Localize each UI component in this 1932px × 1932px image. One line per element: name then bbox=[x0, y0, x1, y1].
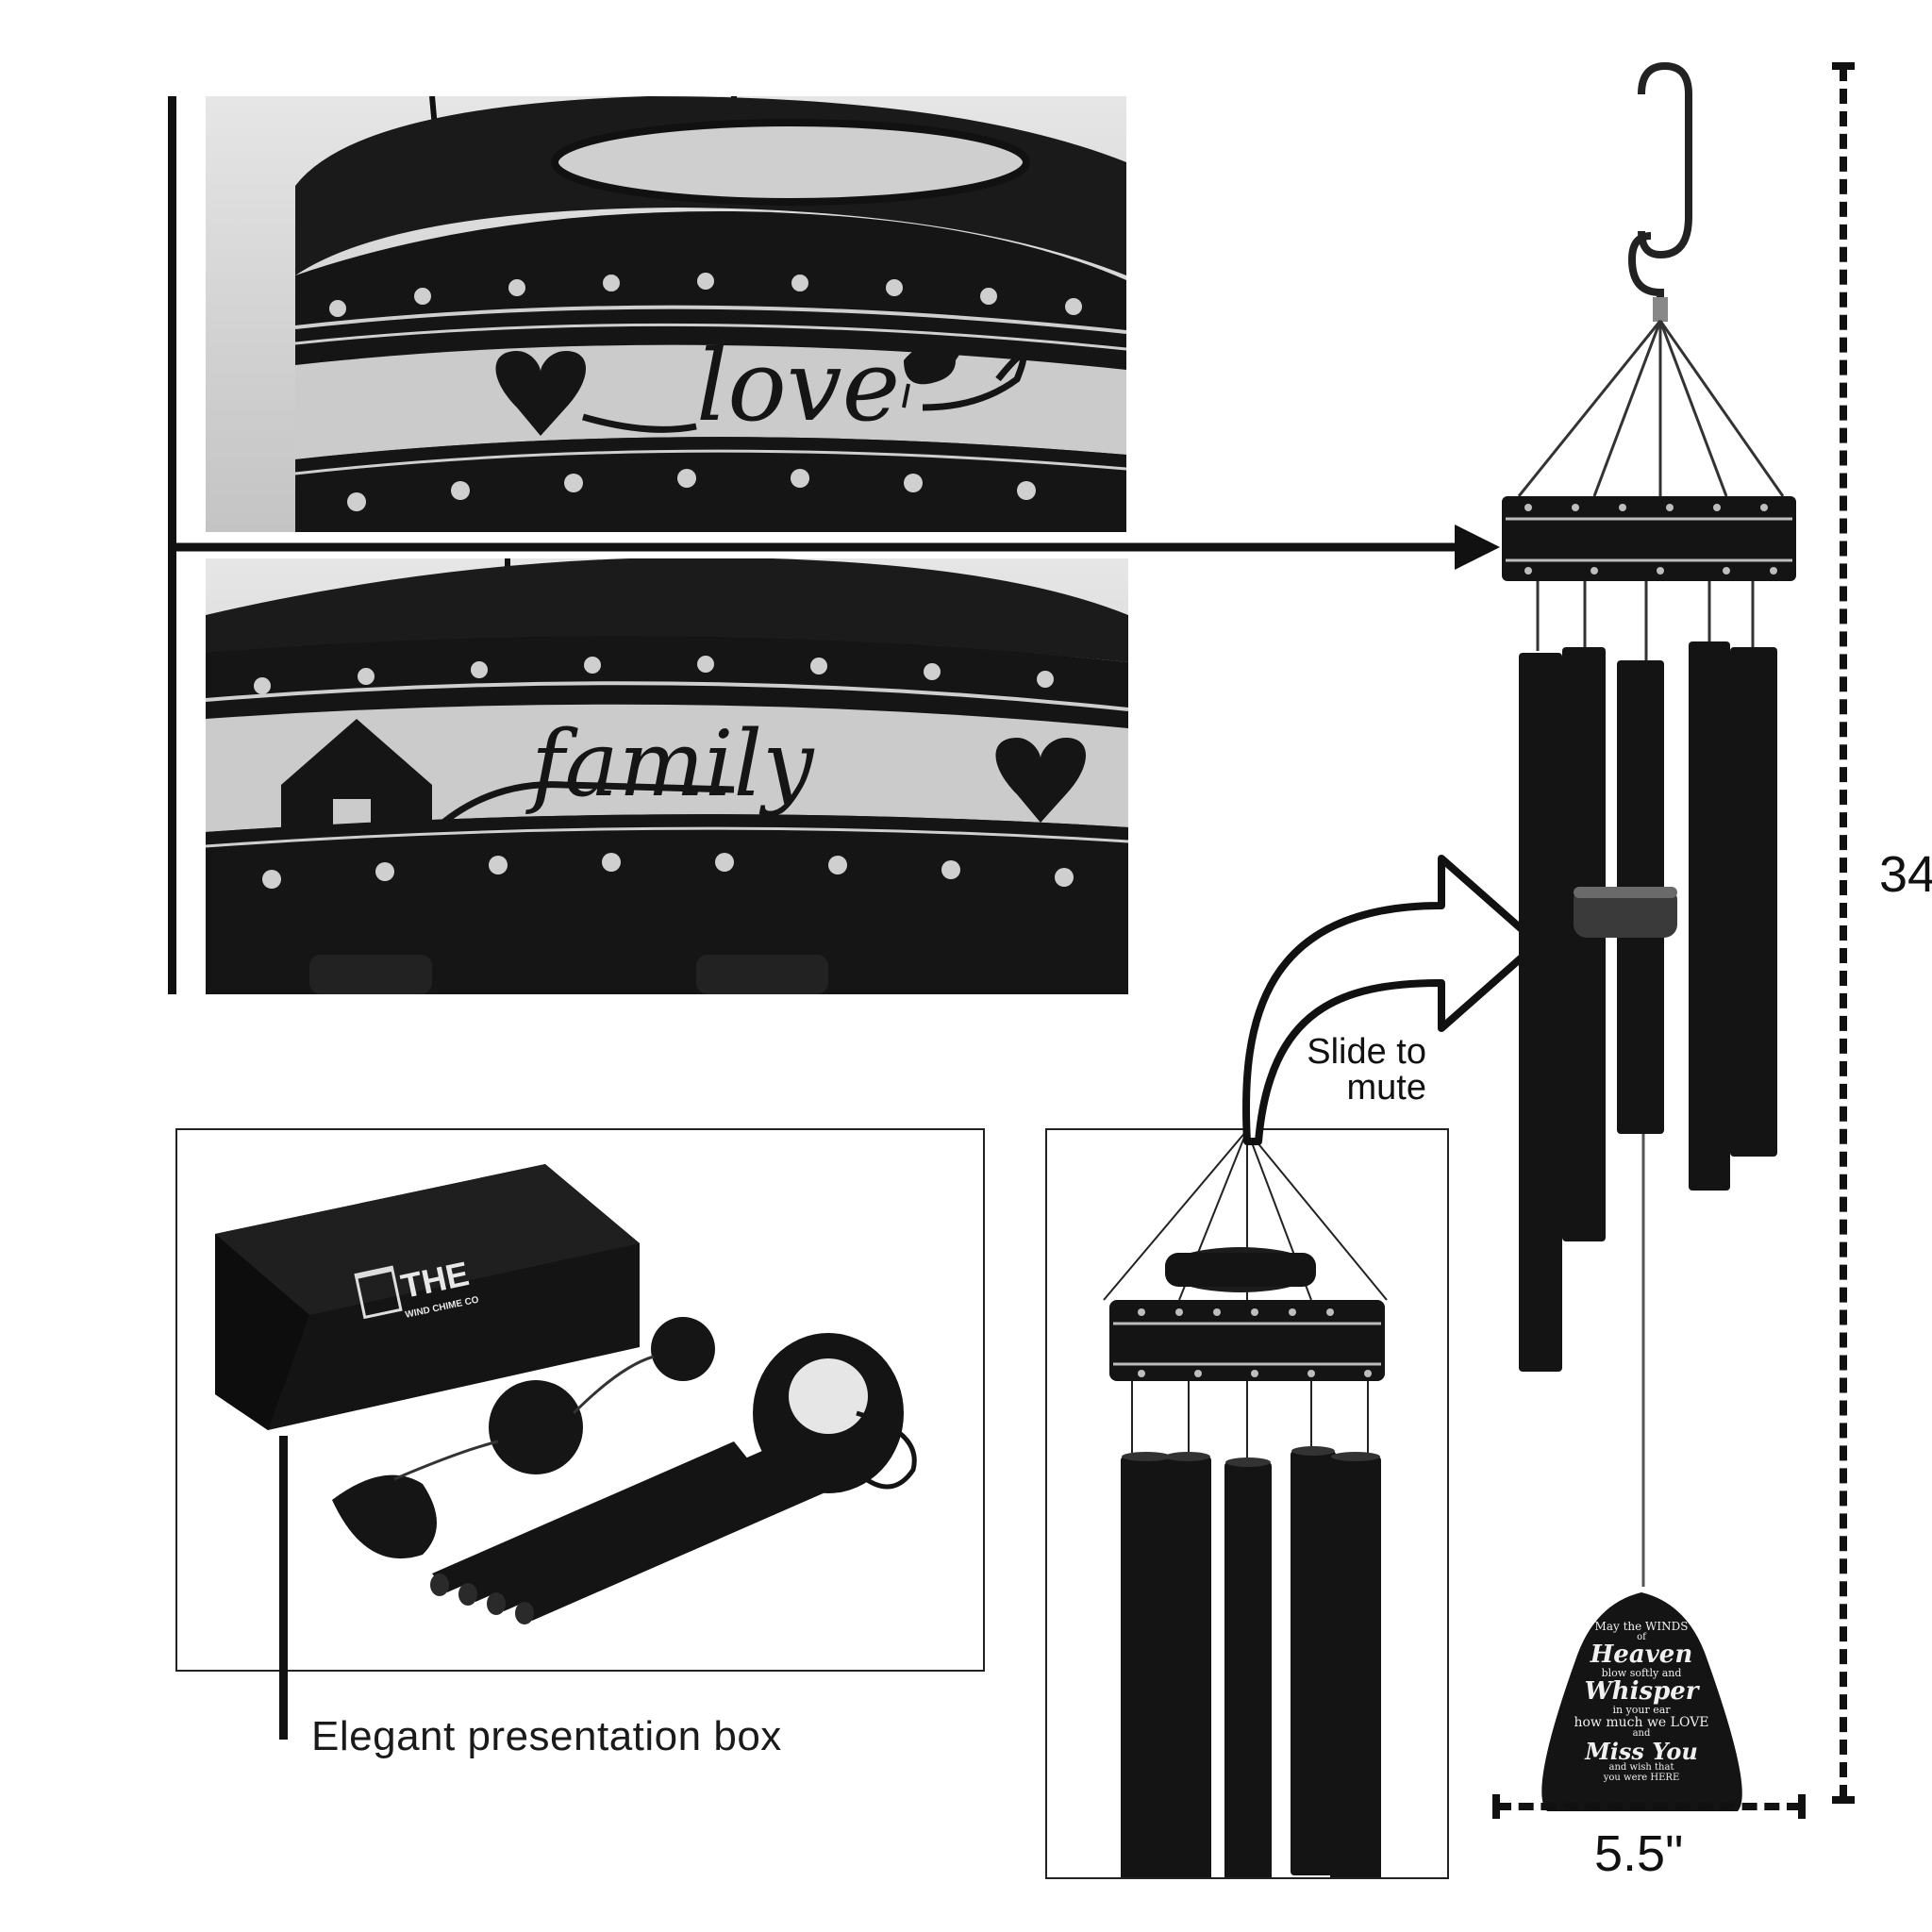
closeup-photo-love: love bbox=[206, 96, 1126, 532]
slide-label-line2: mute bbox=[1346, 1068, 1426, 1108]
height-dimension-label: 34 bbox=[1879, 846, 1932, 903]
verse-line-8: and bbox=[1632, 1728, 1651, 1740]
verse-line-3: Heaven bbox=[1590, 1641, 1693, 1670]
verse-line-9: Miss You bbox=[1585, 1737, 1698, 1765]
logo-icon bbox=[354, 1265, 403, 1320]
closeup-photo-family: family bbox=[206, 558, 1128, 994]
width-dim-cap-right bbox=[1798, 1794, 1806, 1819]
closeup-word-love: love bbox=[696, 328, 901, 443]
caption-line bbox=[279, 1436, 288, 1740]
sail-verse: May the WINDS of Heaven blow softly and … bbox=[1547, 1621, 1736, 1783]
box-caption: Elegant presentation box bbox=[311, 1713, 782, 1759]
muted-chime-photo bbox=[1045, 1128, 1449, 1879]
closeup-word-family: family bbox=[531, 711, 814, 817]
slide-arrow bbox=[1241, 855, 1541, 1145]
height-dimension-line bbox=[1840, 66, 1847, 1800]
main-wind-chime bbox=[1502, 61, 1796, 1811]
verse-line-5: Whisper bbox=[1584, 1676, 1699, 1706]
width-dimension-line bbox=[1496, 1803, 1802, 1810]
slide-to-mute-label: Slide to mute bbox=[1283, 1034, 1426, 1106]
verse-line-11: you were HERE bbox=[1603, 1772, 1680, 1783]
height-dim-cap-bottom bbox=[1832, 1796, 1855, 1804]
presentation-box-photo: THE WIND CHIME CO bbox=[175, 1128, 985, 1672]
verse-line-2: of bbox=[1637, 1631, 1646, 1642]
verse-line-6: in your ear bbox=[1612, 1704, 1671, 1717]
verse-line-4: blow softly and bbox=[1601, 1667, 1682, 1680]
width-dim-cap-left bbox=[1492, 1794, 1500, 1819]
height-dim-cap-top bbox=[1832, 62, 1855, 70]
verse-line-1: May the WINDS bbox=[1594, 1620, 1689, 1633]
pointer-arrow bbox=[172, 525, 1500, 570]
verse-line-7: how much we LOVE bbox=[1574, 1714, 1709, 1730]
width-dimension-label: 5.5" bbox=[1594, 1825, 1684, 1882]
slide-label-line1: Slide to bbox=[1307, 1032, 1426, 1072]
verse-line-10: and wish that bbox=[1608, 1762, 1674, 1774]
